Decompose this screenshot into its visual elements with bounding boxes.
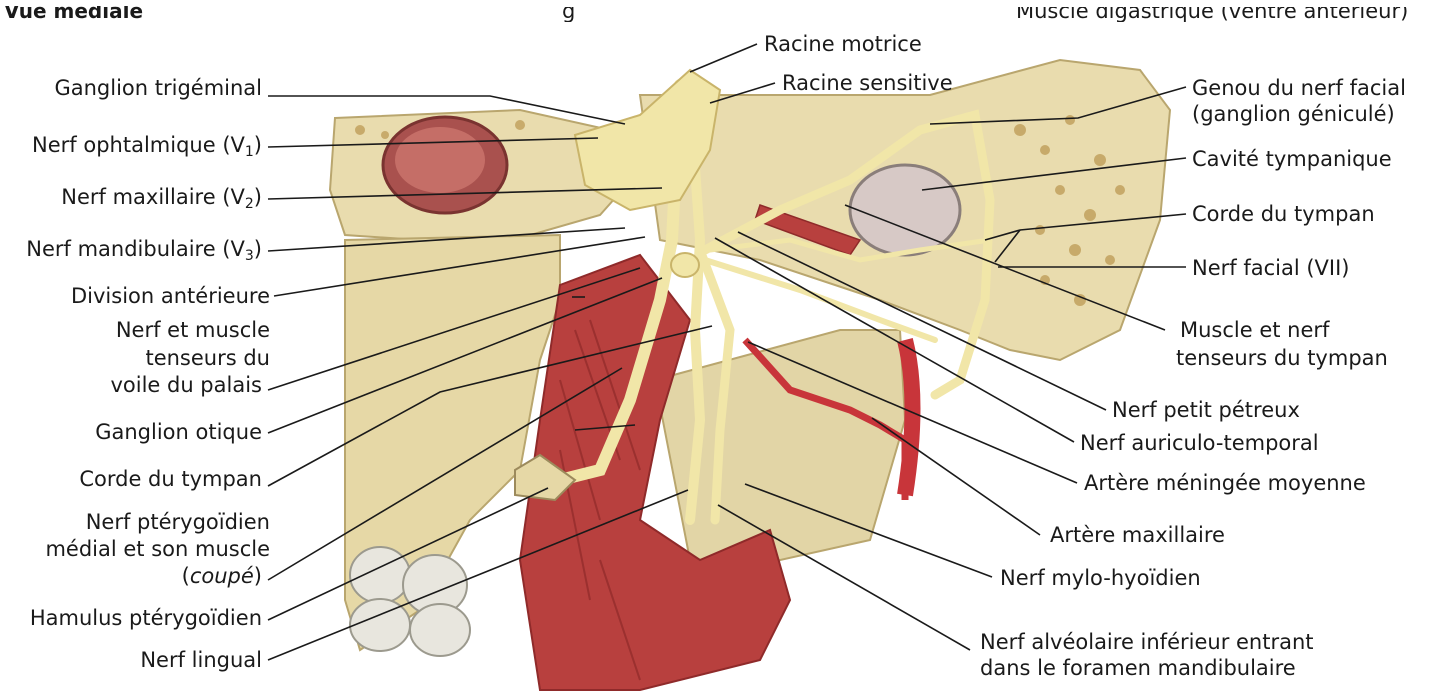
label-tenseur-voile-l1: Nerf et muscle [115,318,270,342]
label-corde-tympan-left: Corde du tympan [79,467,262,491]
cut-label-center: g [562,0,576,23]
label-auriculo-temporal: Nerf auriculo-temporal [1080,431,1319,455]
label-nerf-ophtalmique: Nerf ophtalmique (V1) [32,133,262,160]
label-racine-motrice: Racine motrice [764,32,922,56]
label-petit-petreux: Nerf petit pétreux [1112,398,1300,422]
label-cavite-tympanique: Cavité tympanique [1192,147,1392,171]
label-alveolaire-l2: dans le foramen mandibulaire [980,656,1296,680]
label-nerf-maxillaire: Nerf maxillaire (V2) [61,185,262,212]
label-nerf-lingual: Nerf lingual [140,648,262,672]
hamulus [514,453,577,502]
tympanic-cavity [848,163,962,257]
label-mylo-hyoidien: Nerf mylo-hyoïdien [1000,566,1201,590]
label-racine-sensitive: Racine sensitive [782,71,953,95]
otic-ganglion [670,252,700,278]
leader-lines [267,43,1187,661]
label-meningee-moyenne: Artère méningée moyenne [1084,471,1366,495]
teeth [349,546,471,657]
label-division-anterieure: Division antérieure [71,284,270,308]
label-alveolaire-l1: Nerf alvéolaire inférieur entrant [980,630,1314,654]
view-title: Vue médiale [4,0,144,23]
cut-label-digastric: Muscle digastrique (ventre antérieur) [1016,0,1409,23]
label-pterygoidien-l3: (coupé) [181,564,262,588]
trigeminal-ganglion [573,68,722,212]
label-tenseur-tympan-l1: Muscle et nerf [1180,318,1330,342]
label-nerf-facial: Nerf facial (VII) [1192,256,1350,280]
label-hamulus: Hamulus ptérygoïdien [29,606,262,630]
bone-pores [355,115,1125,306]
maxillary-artery [897,338,921,497]
label-artere-maxillaire: Artère maxillaire [1050,523,1225,547]
label-tenseur-tympan-l2: tenseurs du tympan [1176,346,1388,370]
label-ganglion-trigeminal: Ganglion trigéminal [54,76,262,100]
label-nerf-mandibulaire: Nerf mandibulaire (V3) [26,237,262,264]
label-pterygoidien-l2: médial et son muscle [45,537,270,561]
label-tenseur-voile-l3: voile du palais [110,373,262,397]
label-corde-tympan-right: Corde du tympan [1192,202,1375,226]
label-pterygoidien-l1: Nerf ptérygoïdien [85,510,270,534]
label-tenseur-voile-l2: tenseurs du [145,346,270,370]
label-ganglion-otique: Ganglion otique [95,420,262,444]
label-genou-l1: Genou du nerf facial [1192,76,1406,100]
label-genou-l2: (ganglion géniculé) [1192,102,1395,126]
